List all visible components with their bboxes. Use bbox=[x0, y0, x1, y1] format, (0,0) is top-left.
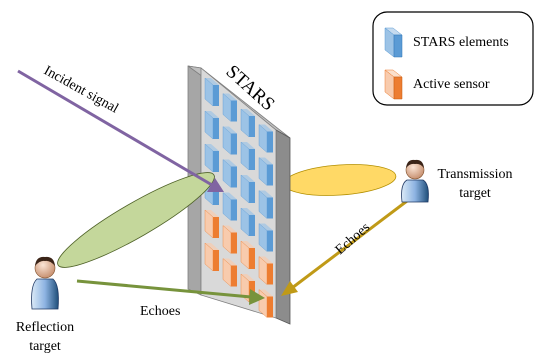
stars-element bbox=[258, 157, 273, 186]
stars-element bbox=[240, 108, 255, 138]
active-sensor-element bbox=[222, 258, 237, 287]
legend-label-active-sensor: Active sensor bbox=[413, 77, 490, 92]
active-sensor-element bbox=[222, 225, 237, 254]
transmission-beam bbox=[283, 164, 397, 196]
transmission-target-label-line1: Transmission bbox=[438, 167, 513, 182]
stars-element bbox=[204, 143, 219, 173]
legend-label-stars-elements: STARS elements bbox=[413, 35, 509, 50]
active-sensor-element bbox=[204, 209, 219, 239]
stars-element bbox=[258, 190, 273, 219]
reflection-beam bbox=[57, 172, 215, 268]
stars-element bbox=[258, 124, 273, 153]
transmission-echoes-label: Echoes bbox=[333, 220, 373, 258]
reflection-echo-arrow bbox=[76, 279, 265, 305]
active-sensor-element bbox=[240, 240, 255, 270]
element-grid bbox=[204, 77, 273, 318]
transmission-target-person-icon bbox=[401, 159, 429, 203]
stars-element bbox=[240, 174, 255, 204]
incident-signal-arrow bbox=[17, 69, 224, 192]
stars-element bbox=[204, 110, 219, 140]
reflection-target-person-icon bbox=[31, 256, 59, 310]
active-sensor-element bbox=[258, 256, 273, 285]
transmission-echo-arrow bbox=[281, 199, 408, 296]
reflection-echoes-label: Echoes bbox=[140, 304, 180, 319]
reflection-target-label-line2: target bbox=[29, 339, 61, 354]
stars-element bbox=[222, 159, 237, 188]
stars-element bbox=[240, 207, 255, 237]
stars-element bbox=[222, 93, 237, 122]
legend: STARS elements Active sensor bbox=[372, 11, 534, 106]
transmission-target-label-line2: target bbox=[459, 186, 491, 201]
stars-element bbox=[204, 77, 219, 107]
stars-element bbox=[222, 192, 237, 221]
stars-element bbox=[240, 141, 255, 171]
reflection-target-label-line1: Reflection bbox=[16, 320, 74, 335]
stars-element bbox=[222, 126, 237, 155]
active-sensor-element bbox=[204, 242, 219, 272]
active-sensor-element bbox=[258, 289, 273, 318]
stars-element bbox=[258, 223, 273, 252]
legend-swatch-stars-elements bbox=[384, 27, 403, 58]
legend-swatch-active-sensor bbox=[384, 69, 403, 100]
stars-panel bbox=[187, 65, 291, 325]
